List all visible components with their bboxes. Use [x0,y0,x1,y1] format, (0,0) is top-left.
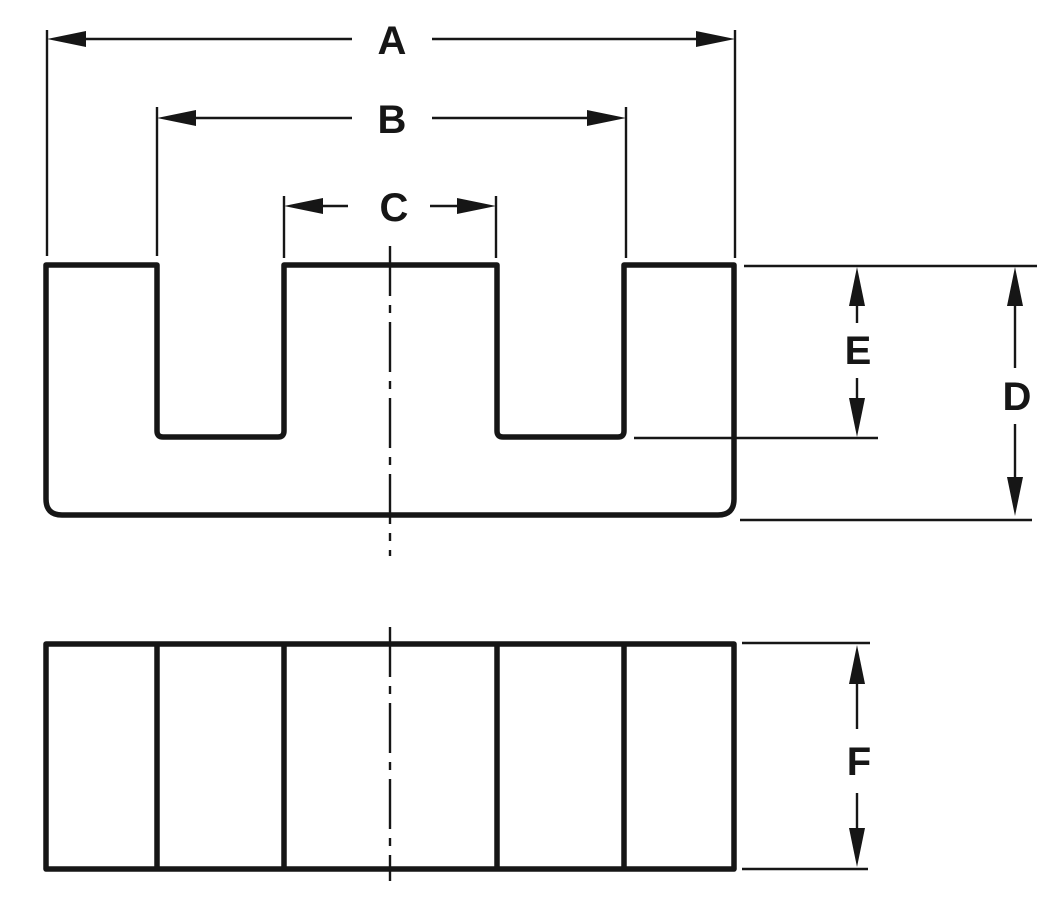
dim-b-arrowhead-left [157,110,196,126]
dimension-a: A [45,19,737,258]
dimension-f: F [742,641,871,871]
dim-f-arrowhead-down [849,828,865,867]
dim-e-arrowhead-down [849,398,865,437]
dim-a-arrowhead-left [47,31,86,47]
dim-f-arrowhead-up [849,645,865,684]
dim-a-arrowhead-right [696,31,735,47]
dim-b-arrowhead-right [587,110,626,126]
front-view [43,246,737,556]
dimension-d: D [740,267,1032,522]
core-outline [43,262,737,518]
dim-a-label: A [378,19,407,63]
dim-e-label: E [845,329,872,373]
dim-e-arrowhead-up [849,267,865,306]
dim-d-label: D [1003,375,1032,419]
dim-c-arrowhead-left [284,198,323,214]
plan-view [43,627,737,881]
dim-f-label: F [847,740,871,784]
dimension-c: C [282,186,498,258]
dim-d-arrowhead-down [1007,477,1023,516]
dim-b-label: B [378,98,407,142]
dim-d-arrowhead-up [1007,267,1023,306]
dimension-b: B [155,98,628,258]
dim-c-label: C [380,186,409,230]
plan-view-outline [43,641,737,872]
dim-c-arrowhead-right [457,198,496,214]
dimension-e: E [634,267,878,440]
